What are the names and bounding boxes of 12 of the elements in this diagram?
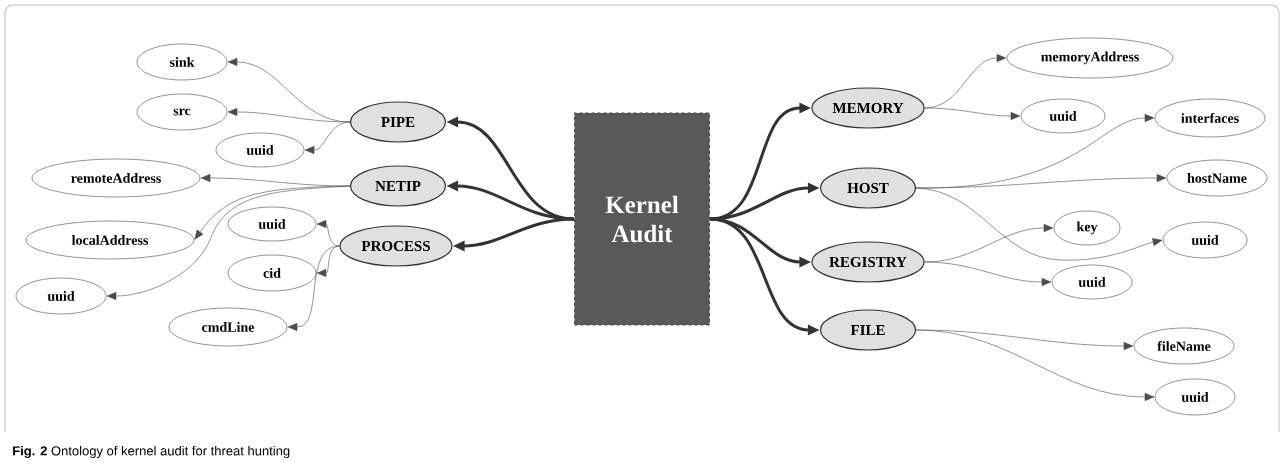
caption: Fig. 2 Ontology of kernel audit for threat hunting (13, 445, 290, 459)
arrow (287, 245, 340, 331)
arrow (915, 187, 1163, 261)
arrow (304, 121, 351, 154)
arrow (106, 185, 351, 300)
arrow (915, 174, 1167, 189)
arrow (924, 261, 1052, 286)
arrow (924, 107, 1021, 120)
arrow (915, 329, 1155, 401)
arrow (227, 108, 351, 123)
root-box: Kernel Audit (574, 112, 710, 326)
arrow (316, 220, 340, 247)
